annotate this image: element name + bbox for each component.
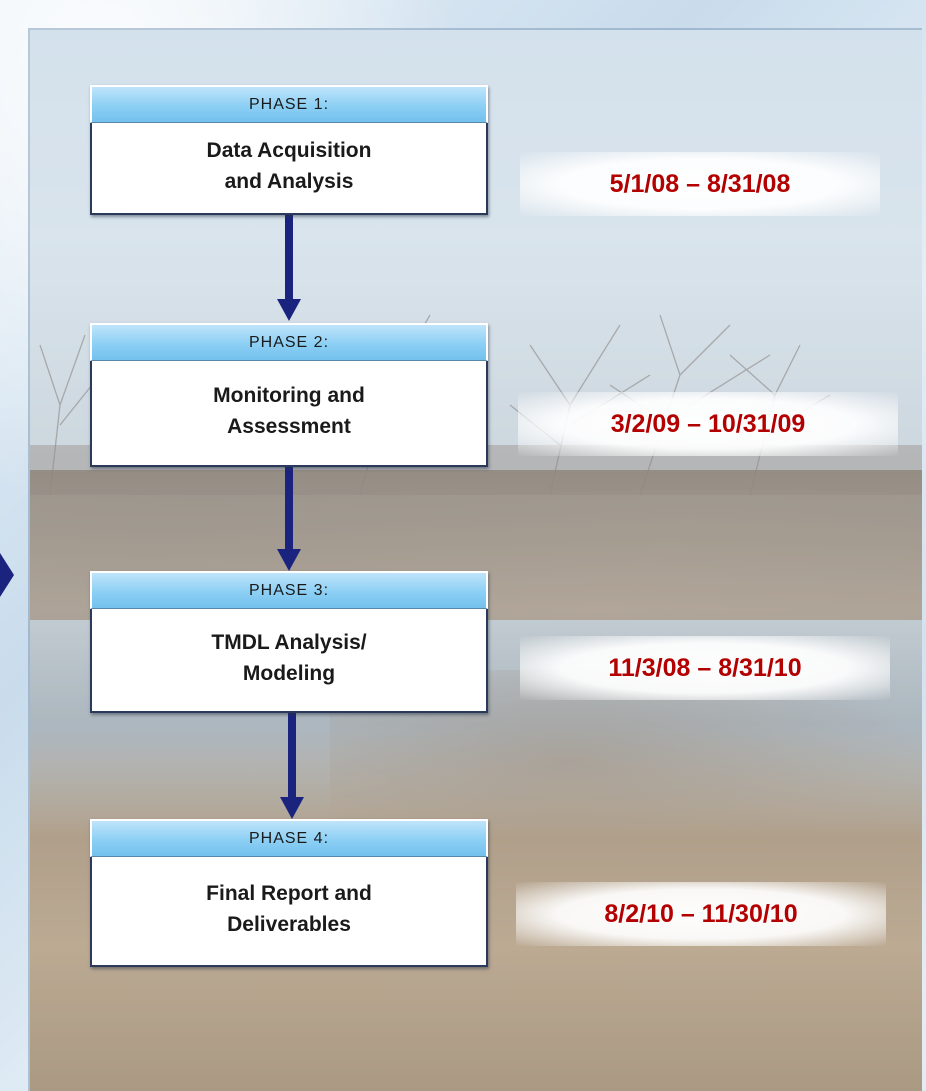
phase-2-title: Monitoring and Assessment: [90, 361, 488, 467]
phase-1-header: PHASE 1:: [90, 85, 488, 123]
phase-4-title: Final Report and Deliverables: [90, 857, 488, 967]
phase-1-title: Data Acquisition and Analysis: [90, 123, 488, 215]
phase-2-box: PHASE 2: Monitoring and Assessment: [90, 323, 488, 467]
phase-3-header: PHASE 3:: [90, 571, 488, 609]
flow-arrow-1-to-2: [277, 215, 301, 321]
phase-2-dates: 3/2/09 – 10/31/09: [518, 392, 898, 456]
phase-3-title: TMDL Analysis/ Modeling: [90, 609, 488, 713]
phase-2-header: PHASE 2:: [90, 323, 488, 361]
phase-1-dates: 5/1/08 – 8/31/08: [520, 152, 880, 216]
flow-arrow-2-to-3: [277, 467, 301, 571]
phase-4-header: PHASE 4:: [90, 819, 488, 857]
phase-1-box: PHASE 1: Data Acquisition and Analysis: [90, 85, 488, 215]
phase-4-dates: 8/2/10 – 11/30/10: [516, 882, 886, 946]
phase-4-box: PHASE 4: Final Report and Deliverables: [90, 819, 488, 967]
phase-3-dates: 11/3/08 – 8/31/10: [520, 636, 890, 700]
phase-3-box: PHASE 3: TMDL Analysis/ Modeling: [90, 571, 488, 713]
flow-arrow-3-to-4: [280, 713, 304, 819]
left-edge-arrow-icon: [0, 553, 14, 597]
